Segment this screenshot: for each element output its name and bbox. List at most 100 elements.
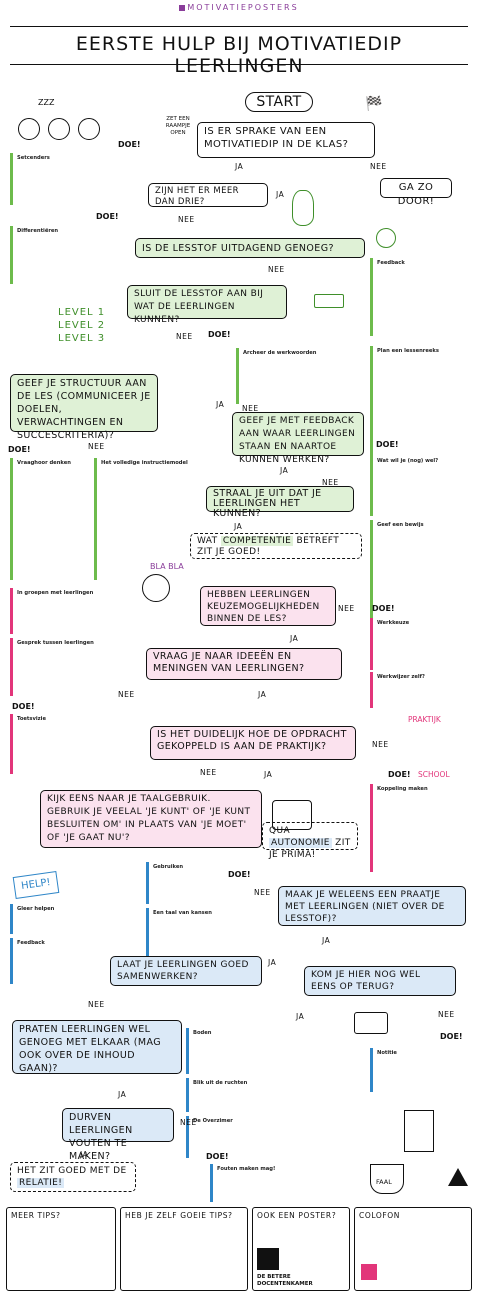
speech-note: BLA BLA bbox=[150, 562, 184, 571]
brand-logo: MOTIVATIEPOSTERS bbox=[0, 3, 478, 12]
faal-note: FAAL bbox=[376, 1178, 392, 1186]
title-rule-top bbox=[10, 26, 468, 27]
panel-notitie: Notitie bbox=[370, 1048, 470, 1092]
nee-label: NEE bbox=[338, 604, 355, 613]
doe-label: DOE! bbox=[228, 870, 251, 879]
ja-label: JA bbox=[290, 634, 299, 643]
panel-title: Het volledige instructiemodel bbox=[101, 460, 188, 466]
doe-label: DOE! bbox=[372, 604, 395, 613]
panel-title: Feedback bbox=[17, 940, 45, 946]
question-feedback-waar: GEEF JE MET FEEDBACK AAN WAAR LEERLINGEN… bbox=[232, 412, 364, 465]
gadget-icon bbox=[314, 294, 344, 308]
panel-overzimer: De Overzimer bbox=[186, 1116, 346, 1158]
panel-title: Feedback bbox=[377, 260, 405, 266]
panel-koppeling: Koppeling maken bbox=[370, 784, 470, 872]
ja-label: JA bbox=[258, 690, 267, 699]
ja-label: JA bbox=[322, 936, 331, 945]
doe-label: DOE! bbox=[12, 702, 35, 711]
doe-label: DOE! bbox=[388, 770, 411, 779]
ja-label: JA bbox=[296, 1012, 305, 1021]
ja-label: JA bbox=[216, 400, 225, 409]
doe-label: DOE! bbox=[440, 1032, 463, 1041]
doe-label: DOE! bbox=[96, 212, 119, 221]
result-competentie: WAT COMPETENTIE BETREFT ZIT JE GOED! bbox=[190, 533, 362, 559]
doe-label: DOE! bbox=[206, 1152, 229, 1161]
title-rule-bottom bbox=[10, 64, 468, 65]
nee-label: NEE bbox=[178, 215, 195, 224]
sleep-text: ZZZ bbox=[38, 98, 55, 107]
question-meer-dan-drie: ZIJN HET ER MEER DAN DRIE? bbox=[148, 183, 268, 207]
tired-face-icon bbox=[78, 118, 100, 140]
panel-title: In groepen met leerlingen bbox=[17, 590, 94, 596]
nee-label: NEE bbox=[118, 690, 135, 699]
leaf-icon bbox=[376, 228, 396, 248]
ja-label: JA bbox=[268, 958, 277, 967]
footer-eigen-tips: HEB JE ZELF GOEIE TIPS? bbox=[120, 1207, 248, 1291]
panel-gleer-helpen: Gleer helpen bbox=[10, 904, 130, 934]
panel-toetsvizie: Toetsvizie bbox=[10, 714, 140, 774]
level-2: LEVEL 2 bbox=[58, 320, 106, 331]
question-samenwerken: LAAT JE LEERLINGEN GOED SAMENWERKEN? bbox=[110, 956, 262, 986]
panel-title: Notitie bbox=[377, 1050, 397, 1056]
question-kom-je-terug: KOM JE HIER NOG WEL EENS OP TERUG? bbox=[304, 966, 456, 996]
nee-label: NEE bbox=[372, 740, 389, 749]
panel-title: Toetsvizie bbox=[17, 716, 46, 722]
panel-title: Setcenders bbox=[17, 155, 50, 161]
panel-geef-een-bewijs: Geef een bewijs bbox=[370, 520, 470, 630]
panel-title: Fouten maken mag! bbox=[217, 1166, 276, 1172]
panel-werkkeuze: Werkkeuze bbox=[370, 618, 470, 670]
door-icon bbox=[404, 1110, 434, 1152]
panel-lessenreeks: Plan een lessenreeks bbox=[370, 346, 470, 456]
result-text: BETREFT ZIT JE GOED! bbox=[197, 536, 340, 557]
teacher-figure-icon bbox=[292, 190, 314, 226]
footer-title: HEB JE ZELF GOEIE TIPS? bbox=[125, 1211, 233, 1220]
panel-title: Wat wil je (nog) wel? bbox=[377, 458, 439, 464]
question-motivatiedip: IS ER SPRAKE VAN EEN MOTIVATIEDIP IN DE … bbox=[197, 122, 375, 158]
panel-feedback: Feedback bbox=[370, 258, 470, 336]
question-praktijk: IS HET DUIDELIJK HOE DE OPDRACHT GEKOPPE… bbox=[150, 726, 356, 760]
bored-face-icon bbox=[48, 118, 70, 140]
panel-blik-uit: Blik uit de ruchten bbox=[186, 1078, 346, 1112]
doe-label: DOE! bbox=[376, 440, 399, 449]
panel-title: Boden bbox=[193, 1030, 212, 1036]
panel-title: Plan een lessenreeks bbox=[377, 348, 439, 354]
ja-label: JA bbox=[80, 1150, 89, 1159]
question-structuur: GEEF JE STRUCTUUR AAN DE LES (COMMUNICEE… bbox=[10, 374, 158, 441]
ja-label: JA bbox=[280, 466, 289, 475]
nee-label: NEE bbox=[176, 332, 193, 341]
highlight-autonomie: AUTONOMIE bbox=[269, 838, 332, 848]
panel-archeer: Archeer de werkwoorden bbox=[236, 348, 366, 404]
nee-label: NEE bbox=[242, 404, 259, 413]
question-sluit-lesstof-aan: SLUIT DE LESSTOF AAN BIJ WAT DE LEERLING… bbox=[127, 285, 287, 325]
panel-title: Vraaghoor denken bbox=[17, 460, 71, 466]
highlight-competentie: COMPETENTIE bbox=[220, 536, 294, 546]
start-label: START bbox=[245, 92, 313, 112]
panel-instructiemodel: Het volledige instructiemodel bbox=[94, 458, 194, 580]
panel-differentieren: Differentiëren bbox=[10, 226, 126, 284]
result-text: WAT bbox=[197, 536, 218, 546]
panel-title: Werkkeuze bbox=[377, 620, 410, 626]
footer-title: OOK EEN POSTER? bbox=[257, 1211, 337, 1220]
doe-label: DOE! bbox=[8, 445, 31, 454]
panel-title: Geef een bewijs bbox=[377, 522, 424, 528]
footer-title: COLOFON bbox=[359, 1211, 400, 1220]
question-fouten-maken: DURVEN LEERLINGEN VOUTEN TE MAKEN? bbox=[62, 1108, 174, 1162]
nee-label: NEE bbox=[200, 768, 217, 777]
panel-setcenders: Setcenders bbox=[10, 153, 150, 205]
footer-meer-tips: MEER TIPS? bbox=[6, 1207, 116, 1291]
panel-taal-van-kansen: Een taal van kansen bbox=[146, 908, 266, 960]
footer-title: MEER TIPS? bbox=[11, 1211, 61, 1220]
school-note: SCHOOL bbox=[418, 770, 450, 779]
question-ideeen-meningen: VRAAG JE NAAR IDEEËN EN MENINGEN VAN LEE… bbox=[146, 648, 342, 680]
docentenkamer-logo: DE BETERE DOCENTENKAMER bbox=[257, 1274, 313, 1287]
nee-label: NEE bbox=[322, 478, 339, 487]
sleepy-face-icon bbox=[18, 118, 40, 140]
help-sign: HELP! bbox=[12, 871, 60, 899]
levels-list: LEVEL 1 LEVEL 2 LEVEL 3 bbox=[58, 306, 105, 345]
calendar-icon bbox=[354, 1012, 388, 1034]
result-text: QUA bbox=[269, 826, 291, 836]
nee-label: NEE bbox=[88, 1000, 105, 1009]
checkered-flag-icon: 🏁 bbox=[365, 96, 383, 112]
nee-label: NEE bbox=[88, 442, 105, 451]
brand-mark-icon bbox=[179, 4, 186, 11]
